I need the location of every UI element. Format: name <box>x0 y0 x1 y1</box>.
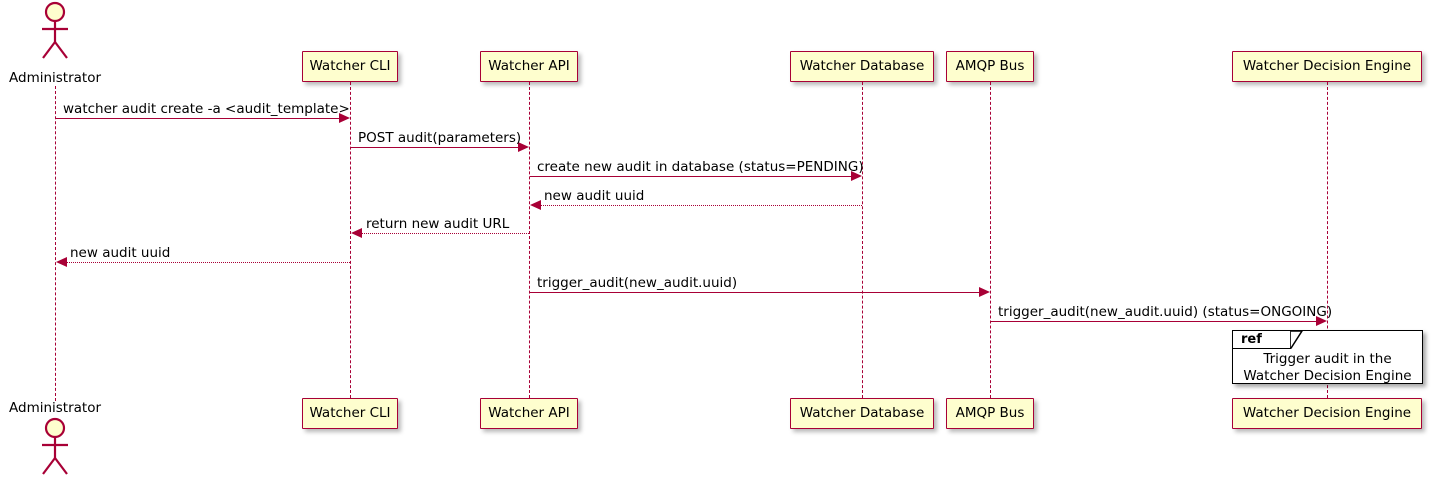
ref-fragment-tab <box>1233 331 1291 349</box>
actor-stick-figure-icon <box>42 1 68 59</box>
ref-fragment-tab-corner-icon <box>1290 331 1303 349</box>
ref-fragment-line-1: Trigger audit in the <box>1263 351 1392 367</box>
participant-box-watcher-api-bottom[interactable]: Watcher API <box>480 398 578 429</box>
message-label-2: POST audit(parameters) <box>358 130 522 146</box>
participant-box-watcher-api-top[interactable]: Watcher API <box>480 51 578 82</box>
participant-label-watcher-database-top: Watcher Database <box>799 57 925 74</box>
participant-box-watcher-decision-engine-top[interactable]: Watcher Decision Engine <box>1232 51 1422 82</box>
actor-label-administrator-bottom: Administrator <box>9 400 102 416</box>
message-line-5 <box>361 233 529 234</box>
actor-administrator-bottom <box>24 416 86 478</box>
lifeline-watcher-database <box>862 82 863 398</box>
message-line-4 <box>540 205 862 206</box>
participant-label-watcher-cli-top: Watcher CLI <box>309 57 391 74</box>
lifeline-amqp-bus <box>990 82 991 398</box>
message-label-3: create new audit in database (status=PEN… <box>537 159 864 175</box>
lifeline-watcher-decision-engine <box>1327 82 1328 398</box>
actor-stick-figure-icon <box>42 417 68 475</box>
participant-box-watcher-database-bottom[interactable]: Watcher Database <box>790 398 934 429</box>
actor-administrator-top <box>24 0 86 62</box>
message-line-6 <box>66 262 350 263</box>
message-arrow-6 <box>56 257 67 267</box>
message-line-2 <box>351 147 519 148</box>
participant-label-watcher-api-bottom: Watcher API <box>488 404 570 421</box>
message-arrow-5 <box>351 228 362 238</box>
lifeline-watcher-api <box>529 82 530 398</box>
participant-box-amqp-bus-top[interactable]: AMQP Bus <box>946 51 1034 82</box>
participant-label-watcher-database-bottom: Watcher Database <box>799 404 925 421</box>
lifeline-administrator <box>55 86 56 401</box>
message-arrow-7 <box>979 287 990 297</box>
message-line-7 <box>530 292 980 293</box>
participant-box-watcher-cli-top[interactable]: Watcher CLI <box>302 51 398 82</box>
message-label-8: trigger_audit(new_audit.uuid) (status=ON… <box>998 304 1333 320</box>
message-arrow-1 <box>339 113 350 123</box>
ref-fragment-keyword: ref <box>1241 332 1262 347</box>
message-label-6: new audit uuid <box>70 245 171 261</box>
participant-label-watcher-api-top: Watcher API <box>488 57 570 74</box>
message-label-5: return new audit URL <box>366 216 510 232</box>
participant-label-watcher-decision-engine-bottom: Watcher Decision Engine <box>1242 404 1412 421</box>
participant-label-amqp-bus-bottom: AMQP Bus <box>955 404 1025 421</box>
message-arrow-8 <box>1316 316 1327 326</box>
message-line-8 <box>991 321 1317 322</box>
message-arrow-3 <box>851 171 862 181</box>
participant-box-watcher-database-top[interactable]: Watcher Database <box>790 51 934 82</box>
participant-label-watcher-decision-engine-top: Watcher Decision Engine <box>1242 57 1412 74</box>
message-label-1: watcher audit create -a <audit_template> <box>63 101 350 117</box>
ref-fragment-body: Trigger audit in the Watcher Decision En… <box>1233 351 1422 385</box>
ref-fragment-line-2: Watcher Decision Engine <box>1243 368 1412 384</box>
message-arrow-4 <box>530 200 541 210</box>
message-label-4: new audit uuid <box>544 188 645 204</box>
actor-label-administrator-top: Administrator <box>9 70 102 86</box>
participant-box-watcher-cli-bottom[interactable]: Watcher CLI <box>302 398 398 429</box>
participant-box-amqp-bus-bottom[interactable]: AMQP Bus <box>946 398 1034 429</box>
participant-box-watcher-decision-engine-bottom[interactable]: Watcher Decision Engine <box>1232 398 1422 429</box>
message-line-3 <box>530 176 852 177</box>
participant-label-watcher-cli-bottom: Watcher CLI <box>309 404 391 421</box>
message-arrow-2 <box>518 142 529 152</box>
lifeline-watcher-cli <box>350 82 351 398</box>
participant-label-amqp-bus-top: AMQP Bus <box>955 57 1025 74</box>
message-label-7: trigger_audit(new_audit.uuid) <box>537 275 738 291</box>
message-line-1 <box>56 118 340 119</box>
ref-fragment: ref Trigger audit in the Watcher Decisio… <box>1232 330 1423 384</box>
